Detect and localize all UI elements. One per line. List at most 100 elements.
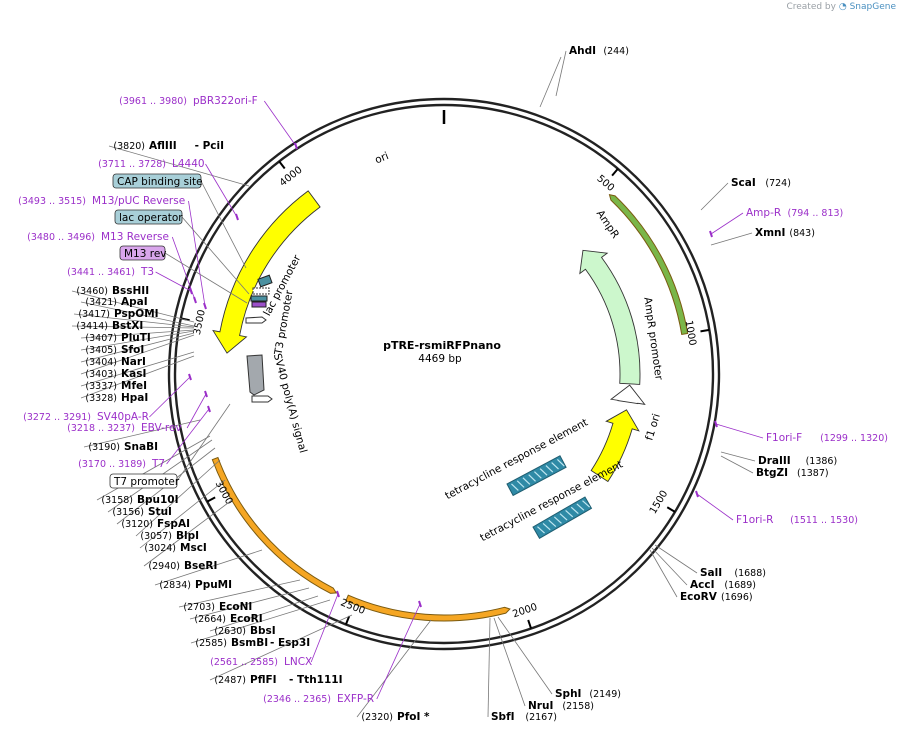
site-sfoi[interactable]: (3405)SfoI	[85, 344, 144, 356]
feature-box-t7-promoter[interactable]: T7 promoter	[109, 473, 180, 489]
site-name[interactable]: PflFI	[250, 674, 277, 686]
site-ecorv[interactable]: EcoRV(1696)	[680, 591, 753, 603]
site-name[interactable]: ScaI	[731, 177, 756, 189]
site-name[interactable]: BssHII	[112, 285, 149, 297]
site-bbsi[interactable]: (2630)BbsI	[214, 625, 275, 637]
site-name[interactable]: PluTI	[121, 332, 151, 344]
site-name[interactable]: DraIII	[758, 455, 791, 467]
site-ecori[interactable]: (2664)EcoRI	[194, 613, 262, 625]
site-ahdi[interactable]: AhdI(244)	[569, 45, 629, 57]
site-name[interactable]: KasI	[121, 368, 146, 380]
primer-name[interactable]: EBV-rev	[141, 422, 182, 434]
primer-m13-puc-reverse[interactable]: (3493 .. 3515)M13/pUC Reverse	[18, 195, 185, 207]
site-name[interactable]: EcoRV	[680, 591, 718, 603]
site-name[interactable]: NruI	[528, 700, 553, 712]
primer-name[interactable]: pBR322ori-F	[193, 95, 258, 107]
primer-name[interactable]: EXFP-R	[337, 693, 374, 705]
site-isoschizomer[interactable]: - Tth111I	[289, 674, 343, 686]
primer-l4440[interactable]: (3711 .. 3728)L4440	[98, 158, 204, 170]
primer-name[interactable]: T3	[140, 266, 154, 278]
site-name[interactable]: EcoNI	[219, 601, 252, 613]
site-name[interactable]: BstXI	[112, 320, 143, 332]
site-isoschizomer[interactable]: - Esp3I	[270, 637, 310, 649]
site-name[interactable]: BlpI	[176, 530, 199, 542]
site-name[interactable]: BseRI	[184, 560, 217, 572]
feature-box[interactable]	[114, 209, 183, 225]
site-btgzi[interactable]: BtgZI(1387)	[756, 467, 829, 479]
site-pfoi-[interactable]: (2320)PfoI *	[361, 711, 430, 723]
site-name[interactable]: AflIII	[149, 140, 177, 152]
primer-pbr322ori-f[interactable]: (3961 .. 3980)pBR322ori-F	[119, 95, 258, 107]
primer-amp-r[interactable]: Amp-R(794 .. 813)	[746, 207, 843, 219]
site-sbfi[interactable]: SbfI(2167)	[491, 711, 557, 723]
site-econi[interactable]: (2703)EcoNI	[183, 601, 252, 613]
site-msci[interactable]: (3024)MscI	[144, 542, 206, 554]
primer-name[interactable]: F1ori-F	[766, 432, 802, 444]
site-name[interactable]: PpuMI	[195, 579, 232, 591]
site-fspai[interactable]: (3120)FspAI	[121, 518, 190, 530]
site-name[interactable]: BsmBI	[231, 637, 268, 649]
site-name[interactable]: StuI	[148, 506, 172, 518]
site-sphi[interactable]: SphI(2149)	[555, 688, 621, 700]
site-name[interactable]: MscI	[180, 542, 207, 554]
site-name[interactable]: EcoRI	[230, 613, 263, 625]
site-bsmbi[interactable]: (2585)BsmBI- Esp3I	[195, 637, 310, 649]
site-bseri[interactable]: (2940)BseRI	[148, 560, 217, 572]
primer-name[interactable]: SV40pA-R	[97, 411, 149, 423]
feature-box[interactable]	[109, 473, 178, 489]
site-acci[interactable]: AccI(1689)	[690, 579, 756, 591]
site-sali[interactable]: SalI(1688)	[700, 567, 766, 579]
feature-box-cap-binding-site[interactable]: CAP binding site	[112, 173, 203, 189]
site-stui[interactable]: (3156)StuI	[112, 506, 172, 518]
primer-exfp-r[interactable]: (2346 .. 2365)EXFP-R	[263, 693, 374, 705]
primer-name[interactable]: LNCX	[284, 656, 312, 668]
feature-box-m13-rev[interactable]: M13 rev	[119, 245, 167, 261]
site-isoschizomer[interactable]: - PciI	[195, 140, 224, 152]
site-bstxi[interactable]: (3414)BstXI	[76, 320, 143, 332]
site-pspomi[interactable]: (3417)PspOMI	[78, 308, 158, 320]
site-nrui[interactable]: NruI(2158)	[528, 700, 594, 712]
primer-f1ori-r[interactable]: F1ori-R(1511 .. 1530)	[736, 514, 858, 526]
site-name[interactable]: SbfI	[491, 711, 515, 723]
site-name[interactable]: PspOMI	[114, 308, 159, 320]
site-bpu10i[interactable]: (3158)Bpu10I	[101, 494, 178, 506]
site-name[interactable]: BtgZI	[756, 467, 788, 479]
primer-f1ori-f[interactable]: F1ori-F(1299 .. 1320)	[766, 432, 888, 444]
site-nari[interactable]: (3404)NarI	[85, 356, 146, 368]
feature-box[interactable]	[119, 245, 166, 261]
site-name[interactable]: XmnI	[755, 227, 785, 239]
site-hpai[interactable]: (3328)HpaI	[85, 392, 148, 404]
site-name[interactable]: NarI	[121, 356, 146, 368]
site-name[interactable]: SphI	[555, 688, 581, 700]
feature-box[interactable]	[112, 173, 202, 189]
site-name[interactable]: HpaI	[121, 392, 148, 404]
primer-name[interactable]: L4440	[172, 158, 205, 170]
site-name[interactable]: BbsI	[250, 625, 276, 637]
site-name[interactable]: AccI	[690, 579, 714, 591]
site-pflfi[interactable]: (2487)PflFI- Tth111I	[214, 674, 342, 686]
site-name[interactable]: AhdI	[569, 45, 596, 57]
site-name[interactable]: PfoI *	[397, 711, 430, 723]
site-name[interactable]: SalI	[700, 567, 722, 579]
primer-sv40pa-r[interactable]: (3272 .. 3291)SV40pA-R	[23, 411, 149, 423]
site-name[interactable]: Bpu10I	[137, 494, 179, 506]
site-bsshii[interactable]: (3460)BssHII	[76, 285, 149, 297]
site-draiii[interactable]: DraIII(1386)	[758, 455, 837, 467]
site-name[interactable]: SnaBI	[124, 441, 158, 453]
primer-name[interactable]: Amp-R	[746, 207, 781, 219]
feature-box-lac-operator[interactable]: lac operator	[114, 209, 183, 225]
site-xmni[interactable]: XmnI(843)	[755, 227, 815, 239]
primer-name[interactable]: M13/pUC Reverse	[92, 195, 185, 207]
site-snabi[interactable]: (3190)SnaBI	[88, 441, 158, 453]
primer-name[interactable]: T7	[151, 458, 165, 470]
site-mfei[interactable]: (3337)MfeI	[85, 380, 147, 392]
primer-name[interactable]: F1ori-R	[736, 514, 773, 526]
primer-name[interactable]: M13 Reverse	[101, 231, 169, 243]
site-name[interactable]: SfoI	[121, 344, 144, 356]
site-apai[interactable]: (3421)ApaI	[85, 296, 147, 308]
site-name[interactable]: FspAI	[157, 518, 190, 530]
site-scai[interactable]: ScaI(724)	[731, 177, 791, 189]
site-ppumi[interactable]: (2834)PpuMI	[159, 579, 232, 591]
site-name[interactable]: MfeI	[121, 380, 147, 392]
primer-t3[interactable]: (3441 .. 3461)T3	[67, 266, 154, 278]
